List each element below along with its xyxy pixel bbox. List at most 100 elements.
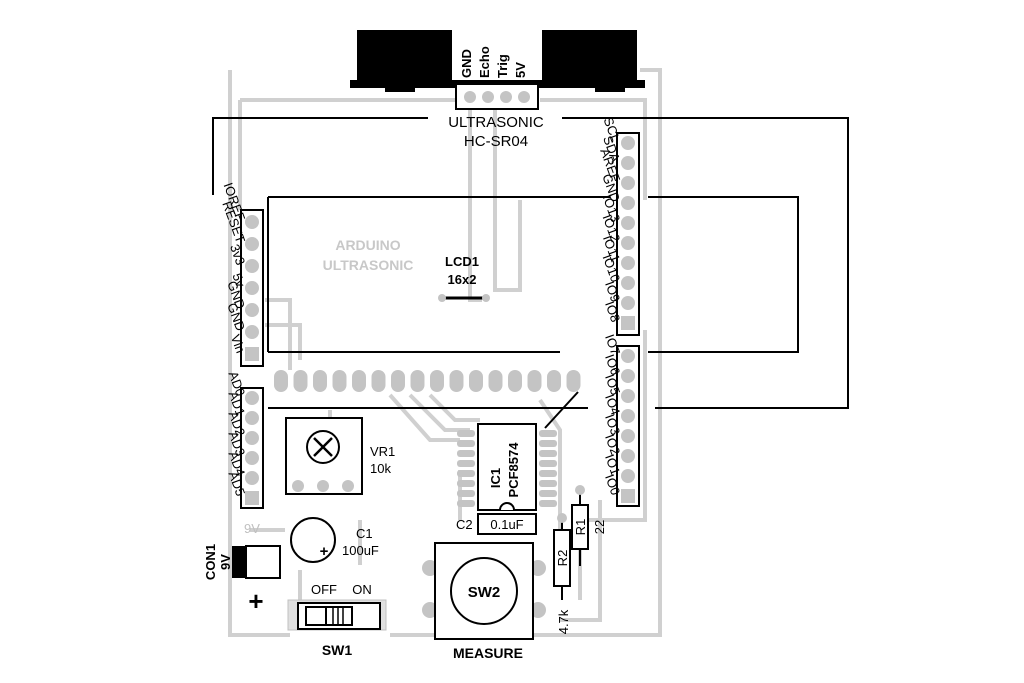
r1-value: 22: [592, 520, 607, 534]
c1-plus-icon: +: [320, 543, 329, 560]
power-header-pads: [245, 215, 259, 361]
pad: [539, 430, 557, 437]
pad: [245, 259, 259, 273]
slide-switch-sw1[interactable]: OFF ON SW1: [287, 582, 387, 658]
r1-ref: R1: [573, 519, 588, 536]
digital-header-top[interactable]: SCL SDA AREF GND IO13 IO12 IO11 IO10 IO9…: [597, 115, 640, 336]
pad: [539, 450, 557, 457]
pad: [245, 215, 259, 229]
pad: [566, 370, 581, 392]
digital-header-bottom-pads: [621, 349, 635, 503]
pad: [245, 237, 259, 251]
pad: [457, 460, 475, 467]
pad: [457, 470, 475, 477]
pushbutton-sw2[interactable]: SW2 MEASURE: [422, 542, 546, 661]
ultrasonic-pin-echo: Echo: [477, 46, 492, 78]
digital-pin-io6: IO6: [602, 352, 623, 377]
c2-ref: C2: [456, 517, 473, 532]
con1-ref: CON1: [203, 544, 218, 580]
lcd-display[interactable]: LCD1 16x2: [274, 254, 581, 392]
ultrasonic-pin-gnd: GND: [459, 49, 474, 78]
digital-pin-io8: IO8: [602, 299, 623, 324]
lcd-header-pads: [274, 370, 581, 392]
analog-header[interactable]: AD0 AD1 AD2 AD3 AD4 AD5: [226, 369, 264, 509]
pad: [621, 316, 635, 330]
sw2-label: MEASURE: [453, 645, 523, 661]
pad: [539, 440, 557, 447]
capacitor-c1[interactable]: + C1 100uF: [290, 517, 379, 563]
sw1-off-label: OFF: [311, 582, 337, 597]
potentiometer-vr1[interactable]: VR1 10k: [285, 417, 395, 495]
pad: [457, 450, 475, 457]
ultrasonic-pin-5v: 5V: [513, 62, 528, 78]
pad: [245, 491, 259, 505]
digital-header-bottom[interactable]: IO7 IO6 IO5 IO4 IO3 IO2 IO1 IO0: [602, 332, 640, 507]
pad: [332, 370, 347, 392]
lcd-ref: LCD1: [445, 254, 479, 269]
transducer-right: [542, 30, 637, 85]
pad: [245, 303, 259, 317]
digital-pin-io4: IO4: [602, 392, 623, 417]
pad: [547, 370, 561, 392]
power-pin-3v3: 3v3: [227, 242, 248, 267]
ultrasonic-header-pads: [464, 91, 530, 103]
power-connector-con1[interactable]: 9V CON1 9V +: [203, 521, 281, 616]
pad: [245, 471, 259, 485]
pad: [371, 370, 386, 392]
pad: [527, 370, 542, 392]
pad: [621, 216, 635, 230]
digital-pin-io1: IO1: [602, 452, 623, 477]
pad: [621, 196, 635, 210]
pad: [621, 256, 635, 270]
pad: [621, 389, 635, 403]
con1-plus-icon: +: [248, 586, 263, 616]
pad: [245, 391, 259, 405]
pad: [457, 480, 475, 487]
pad: [313, 370, 327, 392]
r2-value: 4.7k: [556, 609, 571, 634]
switch-slider-icon[interactable]: [325, 606, 353, 626]
pad: [518, 91, 530, 103]
power-header[interactable]: IOREF RESET 3v3 5v GND GND Vin: [219, 181, 264, 367]
pad: [621, 156, 635, 170]
ultrasonic-module[interactable]: GND Echo Trig 5V ULTRASONIC HC-SR04: [350, 30, 645, 150]
sw1-on-label: ON: [352, 582, 372, 597]
pad: [410, 370, 425, 392]
silkscreen-frame: [212, 117, 849, 409]
pad: [245, 411, 259, 425]
pad: [391, 370, 405, 392]
pad: [245, 451, 259, 465]
resistor-r2[interactable]: R2 4.7k: [553, 513, 571, 634]
board-label-line2: ULTRASONIC: [323, 257, 414, 273]
measure-button-cap-icon[interactable]: [450, 557, 518, 625]
sw2-ref: SW2: [468, 584, 501, 601]
digital-pin-io3: IO3: [602, 412, 623, 437]
sw1-ref: SW1: [322, 642, 353, 658]
digital-pin-io2: IO2: [602, 432, 623, 457]
con1-silk: 9V: [244, 521, 260, 536]
ultrasonic-name: ULTRASONIC: [448, 114, 544, 131]
pad: [457, 430, 475, 437]
vr1-value: 10k: [370, 461, 391, 476]
digital-header-top-pads: [621, 136, 635, 330]
pad: [621, 236, 635, 250]
lcd-value: 16x2: [448, 272, 477, 287]
pad: [274, 370, 288, 392]
pad: [621, 489, 635, 503]
vr1-ref: VR1: [370, 444, 395, 459]
pad: [621, 409, 635, 423]
pad: [469, 370, 483, 392]
capacitor-c2[interactable]: 0.1uF C2: [456, 513, 537, 535]
pad: [508, 370, 522, 392]
pad: [621, 449, 635, 463]
ic-pcf8574[interactable]: IC1 PCF8574: [457, 391, 579, 511]
resistor-r1[interactable]: R1 22: [571, 485, 607, 566]
pad: [539, 490, 557, 497]
ultrasonic-model: HC-SR04: [464, 133, 528, 150]
pad: [621, 429, 635, 443]
pad: [245, 281, 259, 295]
pad: [539, 480, 557, 487]
c1-value: 100uF: [342, 543, 379, 558]
transducer-left: [357, 30, 452, 85]
